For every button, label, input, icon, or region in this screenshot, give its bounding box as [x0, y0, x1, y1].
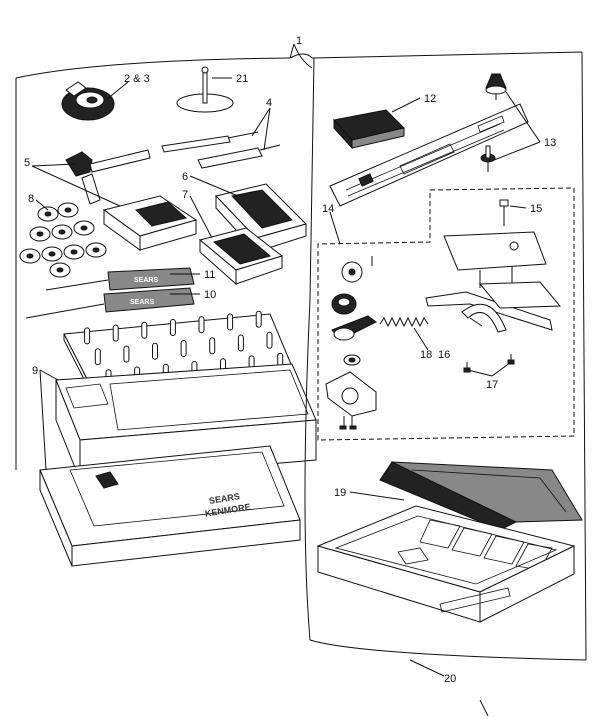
part-bobbins	[19, 202, 107, 278]
left-panel-outline	[15, 57, 291, 470]
callout-15: 15	[530, 203, 542, 215]
tray-pin	[237, 334, 244, 352]
part-spring-18	[379, 316, 429, 328]
part-levers-16	[425, 281, 562, 333]
tray-pin	[266, 331, 273, 349]
callout-9: 9	[32, 365, 38, 377]
part-small-tools	[161, 131, 281, 169]
part-attachment-box-7	[198, 227, 284, 286]
tray-pin	[227, 313, 234, 331]
callout-1: 1	[296, 35, 302, 47]
part-pad-12	[333, 109, 405, 150]
part-case-lid-left: SEARS KENMORE	[39, 445, 301, 567]
tool-brand-label: SEARS	[130, 299, 154, 306]
callout-5: 5	[24, 157, 30, 169]
tray-pin	[209, 337, 216, 355]
part-screwdriver-10: SEARS	[25, 287, 195, 319]
part-screws-17	[463, 354, 515, 373]
callout-20: 20	[444, 673, 456, 685]
part-case-base	[316, 505, 576, 623]
part-presser-foot-tools	[65, 149, 151, 205]
tray-pin	[94, 348, 101, 366]
right-panel-outline	[289, 51, 587, 661]
callout-13: 13	[544, 137, 556, 149]
callout-17: 17	[486, 379, 498, 391]
case-brand-label: SEARS	[208, 491, 240, 506]
part-attachment-box-5	[102, 195, 198, 251]
callout-19: 19	[334, 487, 346, 499]
callout-7: 7	[182, 189, 188, 201]
part-feed-plate	[443, 231, 547, 290]
callout-2-and-3: 2 & 3	[124, 73, 150, 85]
tray-pin	[169, 319, 176, 336]
callout-labels: 1 2 & 3 21 4 5 6 7 8 9 10 11 12 13 14 15…	[24, 35, 556, 685]
callout-21: 21	[236, 73, 248, 85]
tool-brand-label: SEARS	[134, 277, 158, 284]
callout-10: 10	[204, 289, 216, 301]
part-bobbin-case	[61, 81, 115, 121]
part-case-lid-right	[379, 461, 583, 531]
callout-14: 14	[322, 203, 334, 215]
part-seam-guide-plate	[329, 103, 529, 207]
tray-pin	[141, 321, 148, 339]
callout-8: 8	[28, 193, 34, 205]
part-gears	[331, 256, 377, 366]
part-bracket	[325, 371, 377, 430]
tray-pin	[180, 340, 187, 357]
leader-lines	[31, 43, 541, 677]
tray-pin	[112, 324, 119, 342]
callout-18: 18	[420, 349, 432, 361]
callout-6: 6	[182, 171, 188, 183]
part-spool-pin	[176, 66, 234, 113]
part-screw-15	[499, 199, 509, 226]
stray-mark	[479, 699, 489, 717]
callout-12: 12	[424, 93, 436, 105]
callout-16: 16	[438, 349, 450, 361]
assembly-box-14	[317, 187, 575, 441]
callout-4: 4	[266, 97, 272, 109]
part-knobs	[480, 73, 507, 172]
callout-11: 11	[204, 269, 215, 281]
tray-pin	[84, 327, 91, 345]
tray-pin	[198, 316, 205, 334]
tray-pin	[152, 342, 158, 360]
tray-pin	[123, 345, 130, 363]
tray-pin	[255, 310, 262, 328]
